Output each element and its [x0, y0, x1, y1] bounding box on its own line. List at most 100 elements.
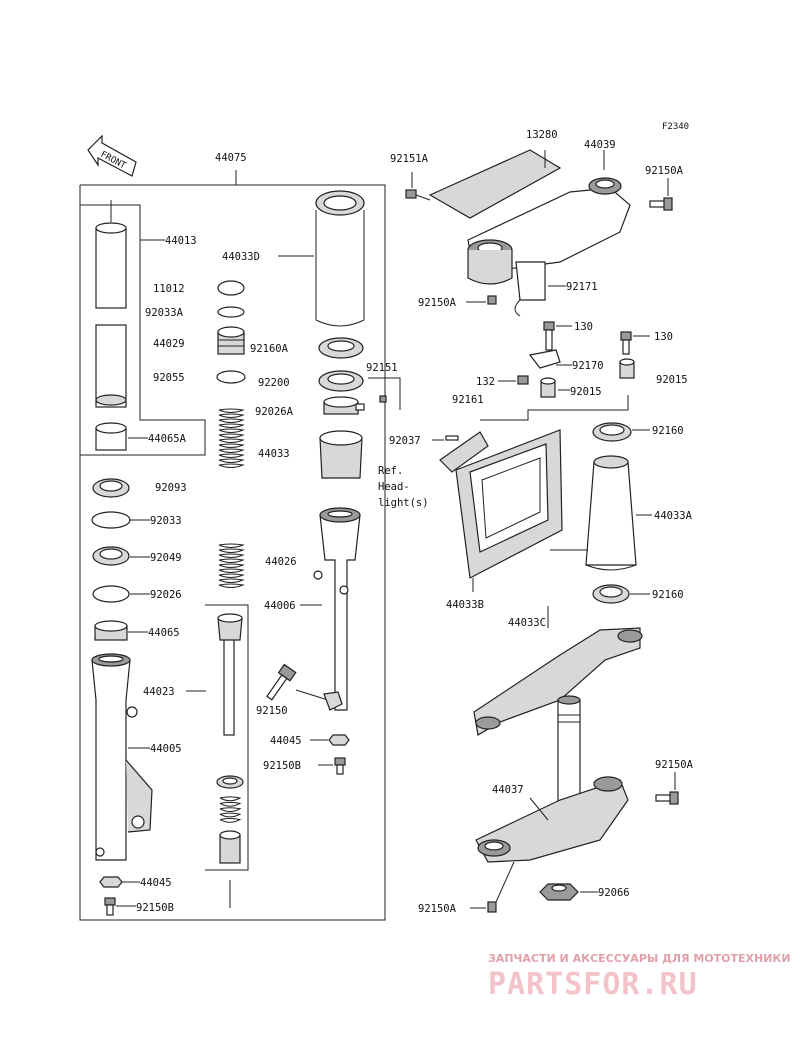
watermark-brand: PARTSFOR.RU [488, 967, 698, 1002]
label-92150: 92150 [256, 705, 288, 717]
steering-stem-44037: 44037 [475, 695, 629, 863]
label-92150A-right: 92150A [655, 759, 694, 771]
ref-note-line1: Ref. [378, 465, 403, 477]
label-44026: 44026 [265, 556, 297, 568]
sleeve-44033D: 44033D [222, 190, 365, 327]
cover-44033A: 44033A [585, 455, 693, 571]
label-92049: 92049 [150, 552, 182, 564]
label-92160-top: 92160 [652, 425, 684, 437]
label-92066: 92066 [598, 887, 630, 899]
seal-92093: 92093 [92, 478, 187, 498]
label-92150B-left: 92150B [136, 902, 174, 914]
bolt-92150A-bottom: 92150A [418, 861, 515, 915]
label-44033: 44033 [258, 448, 290, 460]
front-direction-marker: FRONT [87, 134, 137, 177]
nut-92066: 92066 [539, 883, 630, 901]
bolt-92150A-right: 92150A [655, 759, 694, 805]
bolt-92150B-left: 92150B [104, 897, 174, 916]
label-92161: 92161 [452, 394, 484, 406]
label-132: 132 [476, 376, 495, 388]
label-44005: 44005 [150, 743, 182, 755]
screw-132: 132 [476, 375, 529, 388]
label-92015-left: 92015 [570, 386, 602, 398]
ring-92160-bottom: 92160 [592, 584, 684, 604]
label-92150A-mid: 92150A [418, 297, 457, 309]
washer-92160A: 92160A [250, 337, 364, 359]
label-92026A: 92026A [255, 406, 294, 418]
spring-seat-44029: 44029 [153, 326, 245, 355]
label-44033D: 44033D [222, 251, 260, 263]
reference-note: Ref. Head- light(s) [378, 465, 429, 509]
ref-note-line2: Head- [378, 481, 410, 493]
label-44045-center: 44045 [270, 735, 302, 747]
spring-44033: 44033 [218, 408, 290, 468]
screw-92037: 92037 [389, 435, 459, 447]
bracket-92171: 92171 [548, 281, 598, 293]
label-92037: 92037 [389, 435, 421, 447]
bolt-92150A-mid: 92150A [418, 295, 497, 309]
label-44075: 44075 [215, 152, 247, 164]
spring-44026: 44026 [218, 543, 297, 588]
label-92033: 92033 [150, 515, 182, 527]
label-44033B: 44033B [446, 599, 484, 611]
headlight-bracket-44033B: 44033B [439, 395, 629, 611]
label-11012: 11012 [153, 283, 185, 295]
label-92151: 92151 [366, 362, 398, 374]
bolt-130-left: 130 [543, 321, 593, 351]
label-92160-bottom: 92160 [652, 589, 684, 601]
clip-92033: 92033 [91, 511, 182, 529]
label-44045-left: 44045 [140, 877, 172, 889]
outer-tube-44005: 44005 [91, 653, 182, 861]
oring-92055: 92055 [153, 370, 246, 384]
seal-92049: 92049 [92, 546, 182, 566]
fork-assembly-frame: 44075 [79, 152, 386, 921]
label-92055: 92055 [153, 372, 185, 384]
screw-92151A: 92151A [390, 153, 431, 201]
label-92150A-top: 92150A [645, 165, 684, 177]
lower-cover-44033C: 44033C [473, 549, 643, 736]
label-92151A: 92151A [390, 153, 429, 165]
collar-92015-right: 92015 [619, 358, 688, 386]
figure-code: F2340 [662, 122, 689, 132]
ref-note-line3: light(s) [378, 497, 429, 509]
label-44037: 44037 [492, 784, 524, 796]
bolt-130-right: 130 [620, 331, 673, 355]
washer-44045-center: 44045 [270, 734, 350, 747]
label-92200: 92200 [258, 377, 290, 389]
label-44013: 44013 [165, 235, 197, 247]
label-44029: 44029 [153, 338, 185, 350]
inner-tube-44013: 44013 [95, 200, 197, 408]
label-44023: 44023 [143, 686, 175, 698]
label-44033A: 44033A [654, 510, 693, 522]
label-130-left: 130 [574, 321, 593, 333]
cover-tube-44033-sleeve [319, 430, 363, 479]
label-92026: 92026 [150, 589, 182, 601]
washer-44045-left: 44045 [99, 876, 172, 889]
label-44033C: 44033C [508, 617, 546, 629]
oring-92033A: 92033A [145, 306, 245, 319]
washer-92026: 92026 [92, 585, 182, 603]
holder-44006: 44006 [264, 507, 361, 711]
bolt-92150A-top: 92150A [645, 165, 684, 211]
label-92150A-bottom: 92150A [418, 903, 457, 915]
label-130-right: 130 [654, 331, 673, 343]
ring-92160-top: 92160 [592, 422, 684, 442]
bracket-92170: 92170 [528, 349, 604, 372]
label-44065A: 44065A [148, 433, 187, 445]
label-92170: 92170 [572, 360, 604, 372]
cap-11012: 11012 [153, 280, 245, 296]
band-92026A: 92026A [255, 396, 365, 418]
watermark-subtitle: ЗАПЧАСТИ И АКСЕССУАРЫ ДЛЯ МОТОТЕХНИКИ [488, 952, 791, 965]
label-92033A: 92033A [145, 307, 184, 319]
label-92015-right: 92015 [656, 374, 688, 386]
label-92150B-center: 92150B [263, 760, 301, 772]
bolt-92150B-center: 92150B [263, 757, 346, 775]
damper-rod-44023: 44023 [143, 604, 249, 908]
label-92093: 92093 [155, 482, 187, 494]
label-92160A: 92160A [250, 343, 289, 355]
label-44006: 44006 [264, 600, 296, 612]
label-13280: 13280 [526, 129, 558, 141]
bushing-44065A: 44065A [95, 422, 187, 451]
upper-bracket-44039: 13280 44039 [428, 129, 631, 317]
